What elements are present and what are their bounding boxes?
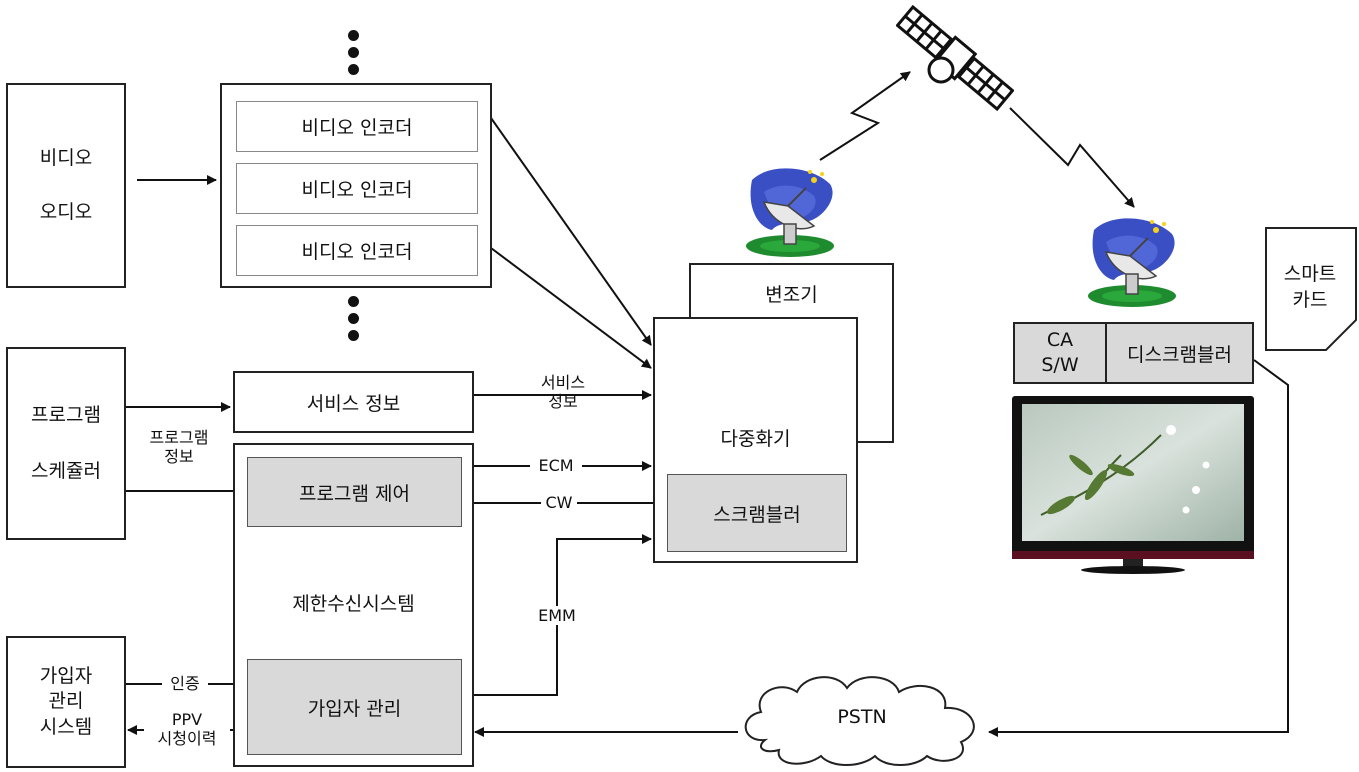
ellipsis-dot: [348, 313, 359, 324]
program-info-line1: 프로그램: [149, 428, 209, 447]
subscriber-management: 가입자 관리: [247, 659, 462, 755]
cas-title: 제한수신시스템: [292, 593, 415, 615]
uplink-signal: [819, 71, 911, 161]
ecm-label: ECM: [530, 456, 582, 476]
video-audio-source: 비디오 오디오: [6, 83, 126, 288]
service-info-arrow-label: 서비스 정보: [528, 373, 598, 411]
pstn-label: PSTN: [837, 706, 887, 728]
subscriber-management-system: 가입자 관리 시스템: [6, 636, 126, 768]
subscriber-system-line1: 가입자: [39, 664, 93, 687]
subscriber-system-line2: 관리: [48, 690, 84, 713]
auth-label: 인증: [162, 674, 208, 694]
cloud-icon: [744, 676, 975, 766]
emm-label: EMM: [532, 606, 582, 626]
satellite-icon: [896, 4, 1014, 112]
smart-card-shape: [1265, 227, 1357, 351]
descrambler-label: 디스크램블러: [1127, 343, 1232, 366]
program-scheduler: 프로그램 스케쥴러: [6, 347, 126, 540]
encoder-group: 비디오 인코더 비디오 인코더 비디오 인코더: [220, 83, 492, 288]
ca-sw-line2: S/W: [1041, 353, 1079, 376]
cw-label: CW: [541, 493, 577, 513]
dish-antenna-icon: [746, 168, 834, 257]
video-encoder-2: 비디오 인코더: [236, 163, 478, 214]
ellipsis-dot: [348, 30, 359, 41]
ppv-label-line2: 시청이력: [144, 729, 230, 749]
ppv-label: PPV 시청이력: [144, 710, 230, 749]
multiplexer: 다중화기 스크램블러: [653, 317, 858, 563]
downlink-signal: [1009, 107, 1135, 208]
scrambler: 스크램블러: [667, 474, 847, 552]
smart-card-label: 스마트 카드: [1268, 262, 1352, 313]
program-info-label: 프로그램 정보: [136, 428, 222, 466]
tv-icon: [1012, 396, 1254, 574]
service-info-label-line1: 서비스: [540, 373, 586, 392]
service-info-text: 서비스 정보: [306, 392, 401, 415]
program-info-line2: 정보: [164, 447, 194, 467]
smart-card-line2: 카드: [1292, 288, 1328, 311]
dish-antenna-icon: [1088, 218, 1176, 307]
ellipsis-dot: [348, 47, 359, 58]
video-encoder-1: 비디오 인코더: [236, 101, 478, 152]
ellipsis-dot: [348, 64, 359, 75]
ellipsis-dot: [348, 330, 359, 341]
ppv-label-line1: PPV: [171, 710, 203, 730]
modulator-label: 변조기: [765, 284, 818, 306]
ca-software: CA S/W: [1013, 322, 1107, 384]
subscriber-system-line3: 시스템: [39, 715, 93, 738]
audio-label: 오디오: [39, 200, 93, 223]
conditional-access-system: 프로그램 제어 제한수신시스템 가입자 관리: [233, 443, 474, 767]
service-info-label-line2: 정보: [548, 392, 578, 412]
smart-card-line1: 스마트: [1283, 263, 1337, 285]
descrambler: 디스크램블러: [1105, 322, 1254, 384]
program-scheduler-line1: 프로그램: [31, 403, 101, 426]
ellipsis-dot: [348, 296, 359, 307]
ca-sw-label: CA S/W: [1015, 328, 1105, 377]
arrow-receiver-to-pstn: [988, 359, 1289, 737]
video-label: 비디오: [39, 146, 93, 169]
video-encoder-3: 비디오 인코더: [236, 225, 478, 276]
program-scheduler-line2: 스케쥴러: [31, 459, 101, 482]
arrow-encoder-to-mux-2: [490, 247, 652, 369]
ca-sw-line1: CA: [1046, 329, 1074, 351]
multiplexer-label: 다중화기: [720, 428, 791, 450]
service-info-box: 서비스 정보: [233, 371, 474, 433]
program-control: 프로그램 제어: [247, 457, 462, 527]
arrow-encoder-to-mux-1: [490, 117, 652, 346]
